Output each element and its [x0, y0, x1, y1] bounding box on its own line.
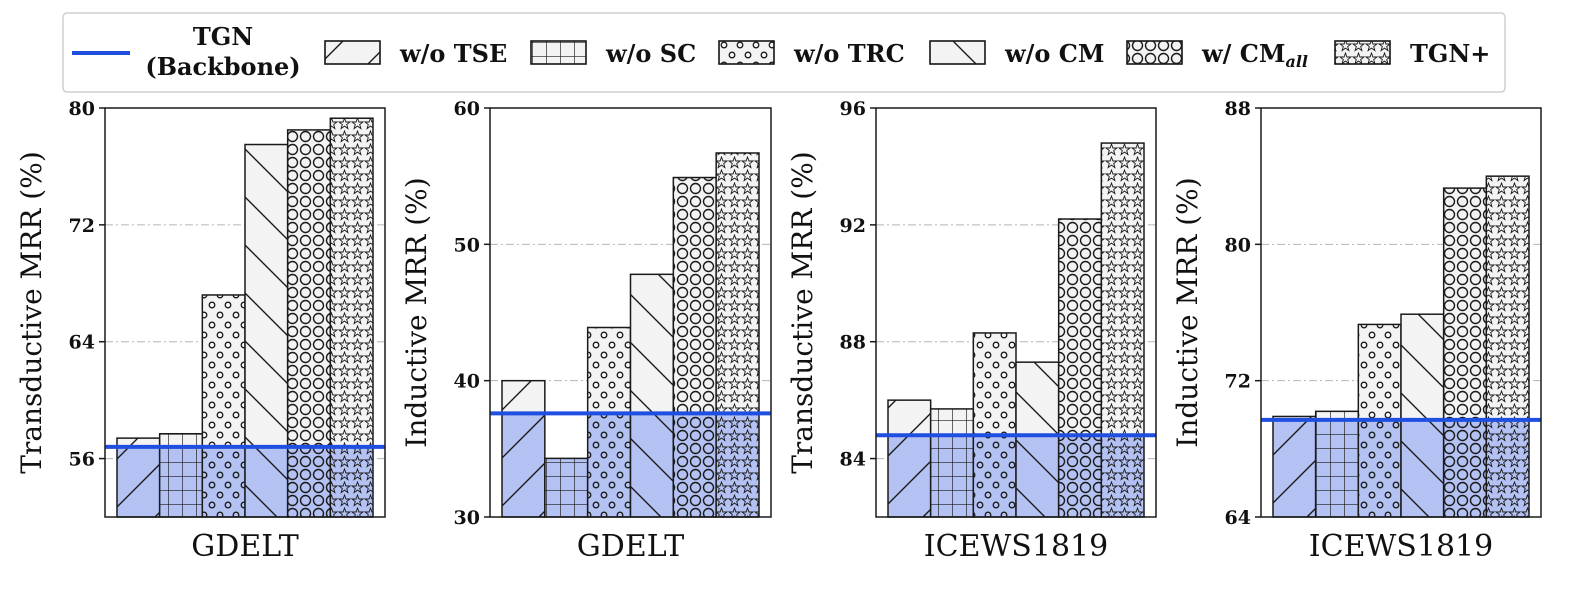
- x-category-label: GDELT: [191, 529, 298, 564]
- bar: [972, 332, 1017, 518]
- y-tick-label: 84: [840, 449, 866, 471]
- legend-baseline-label-line2: (Backbone): [145, 52, 300, 81]
- x-category-label: ICEWS1819: [924, 529, 1108, 564]
- x-category-label: ICEWS1819: [1309, 529, 1493, 564]
- y-axis-label: Inductive MRR (%): [400, 177, 433, 447]
- legend-label-3: w/o CM: [1004, 39, 1104, 68]
- legend-baseline-label-line1: TGN: [193, 22, 253, 51]
- bar: [1057, 218, 1103, 518]
- axes-frame: [104, 107, 386, 518]
- axes-frame: [1260, 107, 1542, 518]
- y-tick-label: 88: [840, 332, 866, 354]
- bar: [1442, 187, 1488, 518]
- legend-swatch-pattern-2: [718, 40, 775, 65]
- y-axis-label: Inductive MRR (%): [1171, 177, 1204, 447]
- bar: [544, 457, 589, 518]
- bar: [501, 379, 546, 518]
- bar: [929, 408, 975, 518]
- y-tick-label: 80: [1225, 234, 1251, 256]
- bar: [715, 152, 760, 518]
- bar: [1100, 142, 1145, 518]
- y-tick-label: 80: [69, 98, 95, 120]
- bar: [1015, 361, 1060, 518]
- bar: [1272, 415, 1317, 518]
- bar: [629, 273, 675, 518]
- bar: [586, 326, 632, 518]
- y-tick-label: 64: [1225, 507, 1251, 529]
- legend: TGN (Backbone) w/o TSE w/o SC w/o TRC w/o C…: [62, 12, 1506, 93]
- axes-frame: [875, 107, 1157, 518]
- y-tick-label: 72: [69, 215, 95, 237]
- bar: [672, 176, 717, 518]
- bar: [887, 399, 932, 518]
- y-tick-label: 40: [454, 371, 480, 393]
- y-tick-label: 72: [1225, 371, 1251, 393]
- legend-swatch-pattern-3: [929, 40, 986, 65]
- x-category-label: GDELT: [577, 529, 684, 564]
- bar: [201, 294, 246, 518]
- bar: [286, 129, 332, 518]
- legend-frame: [62, 12, 1506, 93]
- bar: [329, 117, 374, 518]
- y-tick-label: 64: [69, 332, 95, 354]
- bar: [1485, 175, 1530, 518]
- axes-frame: [489, 107, 772, 518]
- legend-swatch-pattern-4: [1126, 40, 1183, 65]
- y-tick-label: 50: [454, 234, 480, 256]
- y-axis-label: Transductive MRR (%): [786, 151, 819, 473]
- y-tick-label: 88: [1225, 98, 1251, 120]
- legend-label-5: TGN+: [1410, 39, 1490, 68]
- y-tick-label: 96: [840, 98, 866, 120]
- bar: [1400, 313, 1445, 518]
- legend-swatch-pattern-1: [530, 40, 587, 65]
- y-tick-label: 30: [454, 507, 480, 529]
- legend-swatch-pattern-0: [324, 40, 381, 65]
- y-tick-label: 56: [69, 449, 95, 471]
- bar: [244, 143, 289, 518]
- bar: [1314, 410, 1360, 518]
- legend-swatch-pattern-5: [1334, 40, 1391, 65]
- bar: [116, 437, 161, 518]
- legend-label-2: w/o TRC: [793, 39, 905, 68]
- y-axis-label: Transductive MRR (%): [15, 151, 48, 473]
- y-tick-label: 92: [840, 215, 866, 237]
- legend-label-0: w/o TSE: [399, 39, 507, 68]
- y-tick-label: 60: [454, 98, 480, 120]
- legend-label-1: w/o SC: [605, 39, 696, 68]
